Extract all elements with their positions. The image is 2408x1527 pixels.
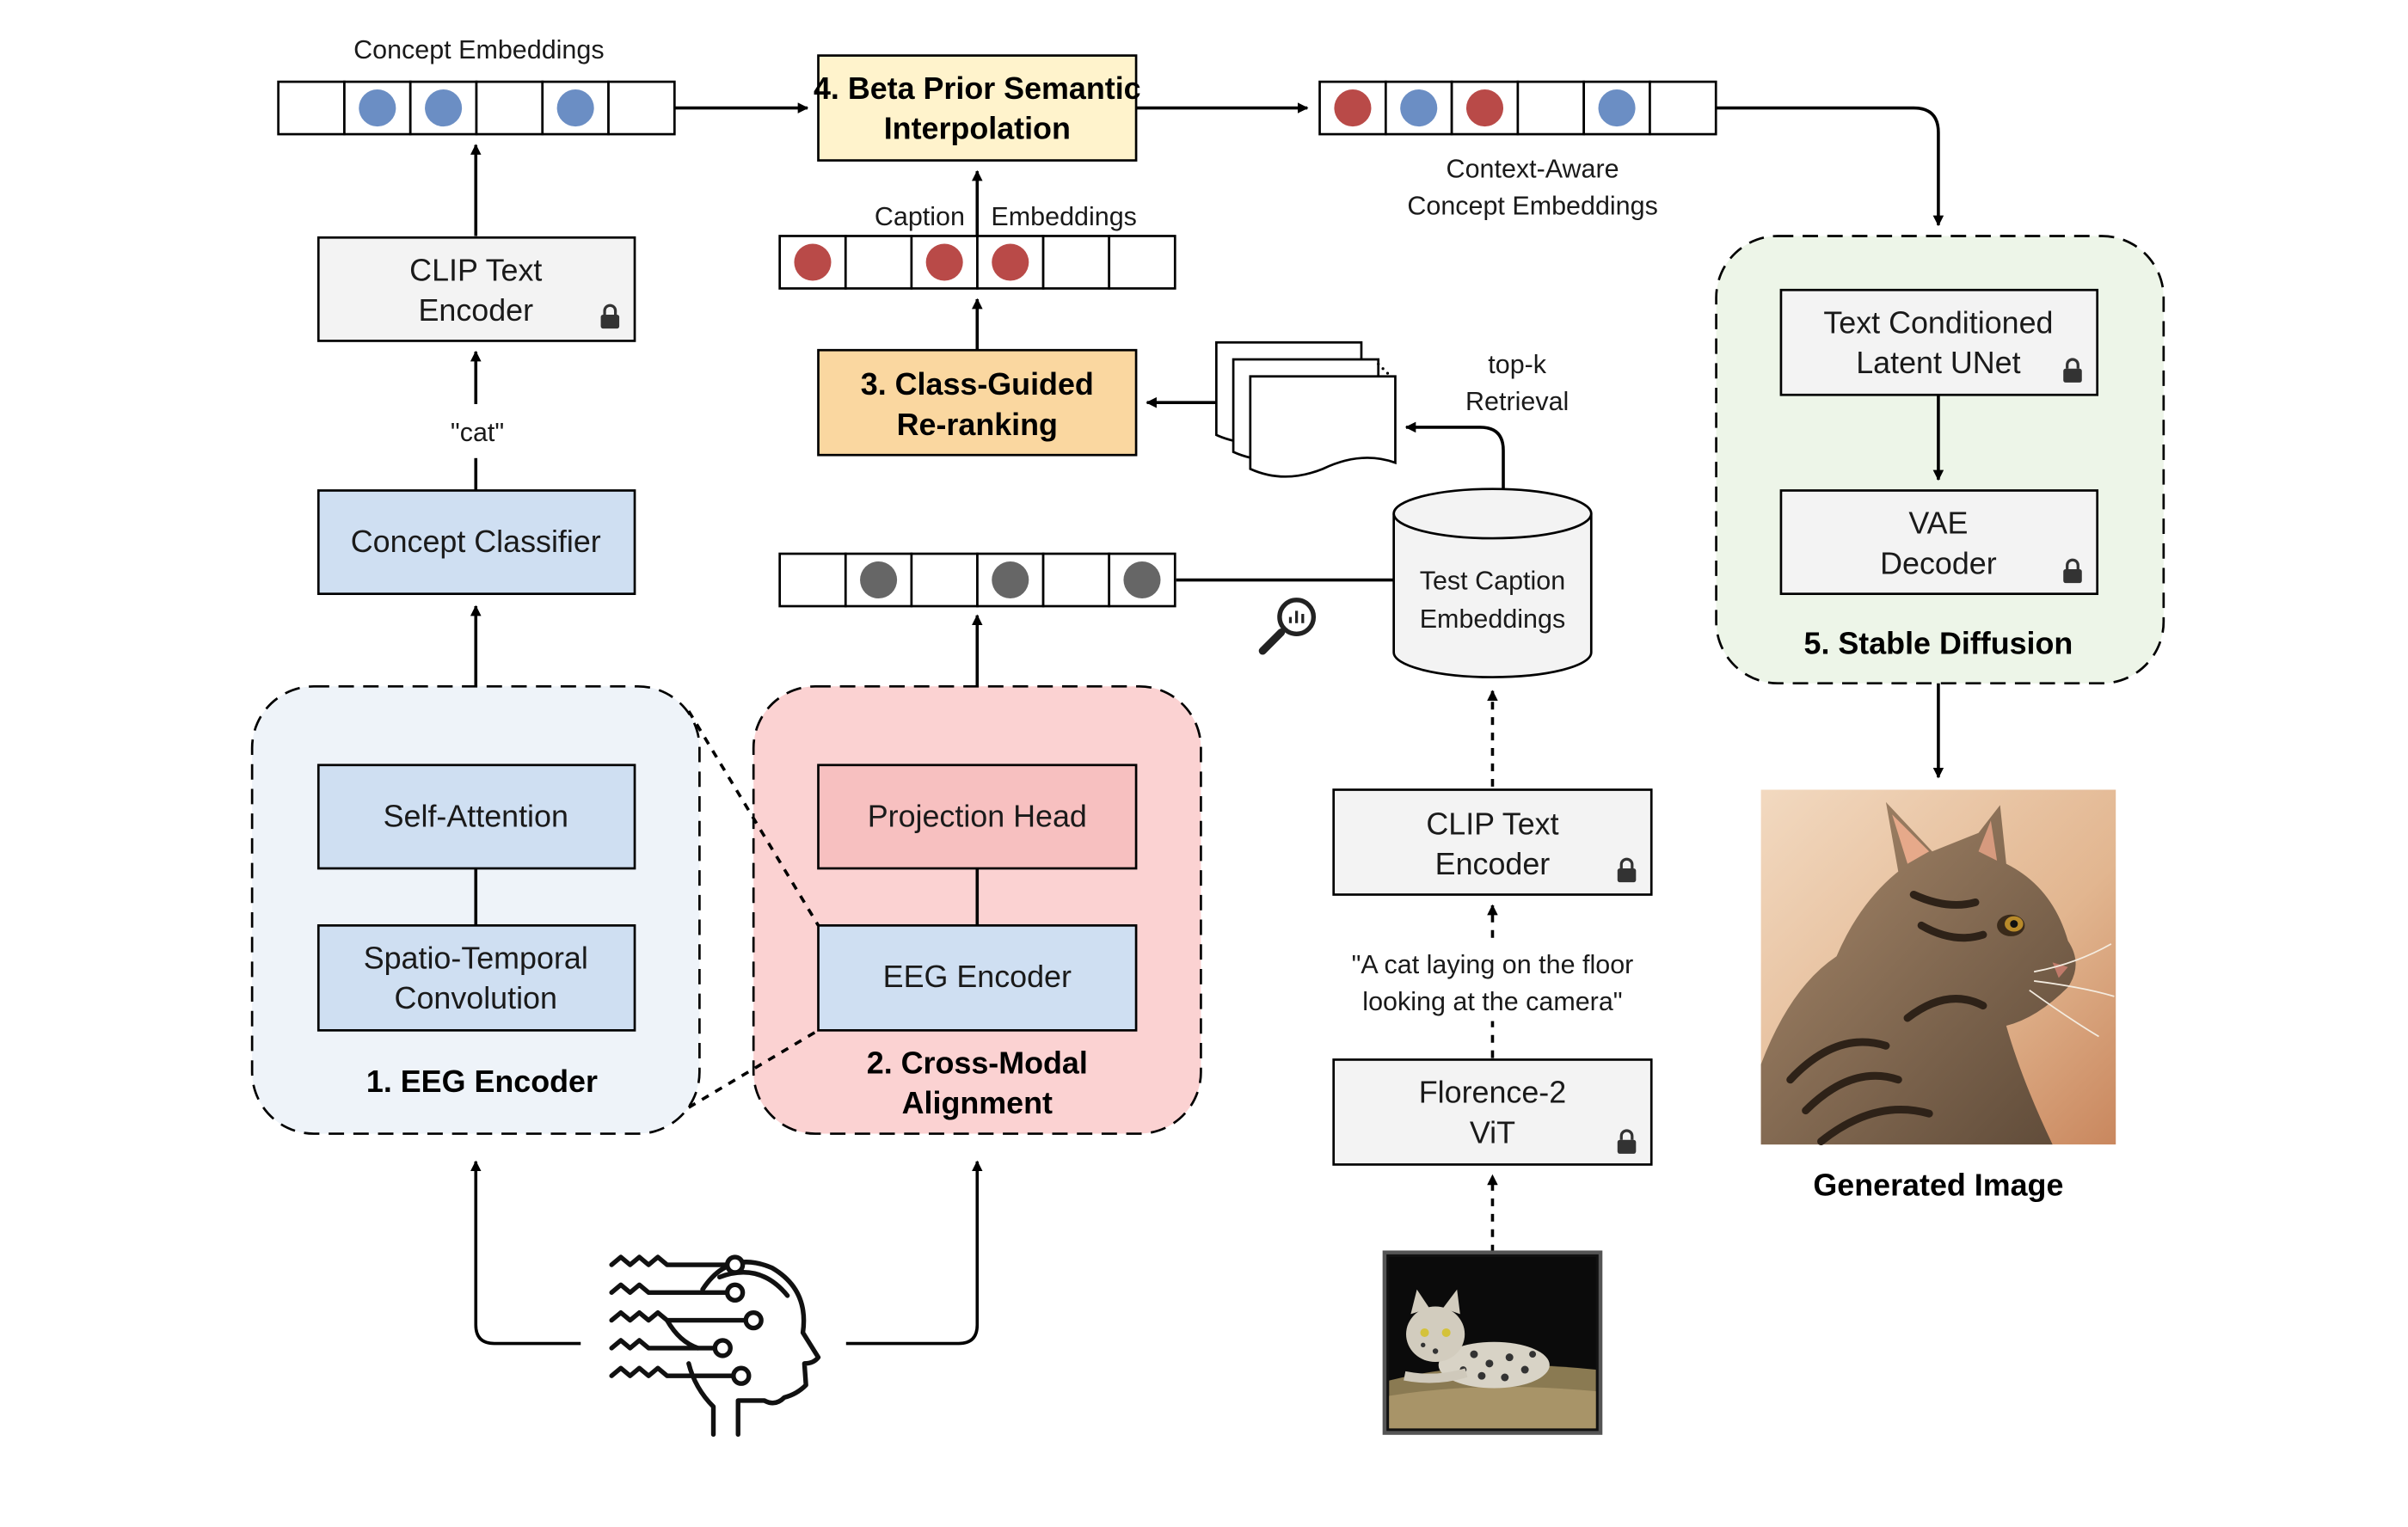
eeg-encoder-group-label: 1. EEG Encoder [366, 1064, 598, 1099]
spatio-temporal-convolution-box [316, 924, 636, 1032]
caption-quote-line2: looking at the camera" [1362, 987, 1622, 1016]
self-attention-label: Self-Attention [384, 800, 568, 834]
beta-prior-label-line2: Interpolation [884, 111, 1071, 145]
vae-decoder-box [1779, 489, 2099, 596]
embedding-dot-blue [556, 89, 594, 127]
document-stack-icon [1215, 340, 1397, 478]
cat-quote-label: "cat" [451, 418, 504, 447]
concept-embeddings-vector [277, 80, 676, 136]
clip-text-encoder-bottom-box [1332, 788, 1653, 896]
vae-label-line2: Decoder [1880, 546, 1997, 580]
generated-cat-image [1760, 789, 2116, 1145]
beta-prior-box [817, 54, 1138, 162]
vector-cell [1649, 80, 1717, 136]
embedding-dot-gray [1123, 561, 1161, 599]
embedding-dot-red [992, 243, 1029, 281]
vector-cell [277, 80, 346, 136]
context-aware-label-line1: Context-Aware [1447, 154, 1619, 183]
magnifier-chart-icon [1258, 598, 1317, 655]
retrieval-label: Retrieval [1465, 387, 1569, 416]
projection-head-box [817, 764, 1138, 870]
eeg-encoder-label: EEG Encoder [883, 960, 1072, 994]
unet-label-line1: Text Conditioned [1823, 305, 2053, 340]
vector-cell [1041, 235, 1111, 290]
vector-cell [607, 80, 676, 136]
embedding-dot-gray [860, 561, 898, 599]
stable-diffusion-label: 5. Stable Diffusion [1804, 627, 2073, 661]
embedding-dot-blue [1400, 89, 1438, 127]
embedding-dot-red [1334, 89, 1372, 127]
brain-circuit-head-icon [609, 1254, 821, 1438]
clip-top-label-line2: Encoder [418, 293, 533, 328]
vector-cell [1041, 552, 1111, 608]
cross-modal-label-line1: 2. Cross-Modal [867, 1046, 1088, 1081]
concept-classifier-box [316, 489, 636, 596]
embedding-dot-blue [359, 89, 396, 127]
vector-cell [1108, 235, 1176, 290]
vector-cell [1516, 80, 1586, 136]
eeg-encoder-box [817, 924, 1138, 1032]
projection-head-label: Projection Head [868, 800, 1087, 834]
embeddings-label: Embeddings [991, 202, 1136, 231]
reranking-label-line2: Re-ranking [897, 408, 1058, 442]
caption-label: Caption [875, 202, 965, 231]
unet-label-line2: Latent UNet [1856, 346, 2020, 380]
embedding-dot-red [925, 243, 963, 281]
embedding-dot-blue [425, 89, 463, 127]
input-cat-photo [1382, 1250, 1603, 1435]
connectors [470, 102, 1944, 1346]
vae-label-line1: VAE [1908, 506, 1968, 541]
spatio-label-line2: Convolution [395, 981, 557, 1015]
clip-text-encoder-top-box [316, 236, 636, 342]
eeg-embeddings-vector [778, 552, 1176, 608]
clip-bottom-label-line2: Encoder [1435, 847, 1551, 881]
embedding-dot-gray [992, 561, 1029, 599]
database-cylinder-icon [1392, 488, 1593, 678]
class-guided-reranking-box [817, 348, 1138, 457]
embedding-dot-red [794, 243, 832, 281]
florence-label-line1: Florence-2 [1419, 1076, 1566, 1110]
context-aware-label-line2: Concept Embeddings [1407, 191, 1657, 220]
clip-top-label-line1: CLIP Text [409, 253, 542, 287]
caption-embeddings-vector [778, 235, 1176, 290]
concept-embeddings-label: Concept Embeddings [353, 35, 604, 64]
beta-prior-label-line1: 4. Beta Prior Semantic [814, 71, 1141, 106]
vector-cell [910, 552, 979, 608]
caption-quote-line1: "A cat laying on the floor [1352, 950, 1634, 979]
reranking-label-line1: 3. Class-Guided [861, 367, 1094, 402]
vector-cell [475, 80, 544, 136]
vector-cell [844, 235, 913, 290]
context-aware-embeddings-vector [1318, 80, 1717, 136]
generated-image-label: Generated Image [1813, 1168, 2063, 1202]
test-caption-label-line1: Test Caption [1420, 566, 1565, 595]
embedding-dot-blue [1598, 89, 1636, 127]
cross-modal-label-line2: Alignment [902, 1086, 1053, 1120]
spatio-label-line1: Spatio-Temporal [364, 941, 588, 976]
concept-classifier-label: Concept Classifier [351, 524, 601, 559]
top-k-label: top-k [1488, 350, 1547, 379]
florence-vit-box [1332, 1058, 1653, 1166]
embedding-dot-red [1465, 89, 1504, 127]
florence-label-line2: ViT [1470, 1115, 1515, 1150]
latent-unet-box [1779, 288, 2099, 396]
clip-bottom-label-line1: CLIP Text [1426, 807, 1558, 842]
self-attention-box [316, 764, 636, 870]
vector-cell [778, 552, 847, 608]
test-caption-label-line2: Embeddings [1420, 604, 1565, 634]
